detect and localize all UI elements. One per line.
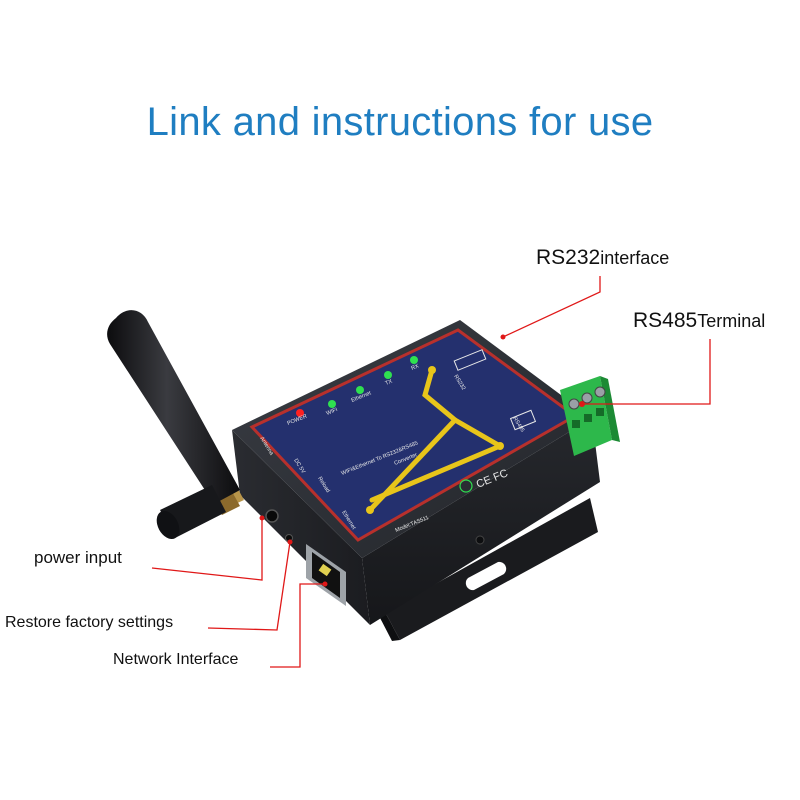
recycle-icon — [459, 479, 473, 493]
label-led-wifi: WIFI — [326, 407, 339, 417]
rs232-slot — [453, 349, 487, 371]
callout-power-input: power input — [34, 548, 122, 567]
led-ethernet — [356, 386, 364, 394]
callout-rs485-code: RS485 — [633, 309, 698, 332]
callout-rs485-terminal: RS485Terminal — [633, 309, 765, 333]
case-screw — [475, 535, 485, 545]
label-led-rx: RX — [411, 363, 421, 372]
led-wifi — [328, 400, 336, 408]
leader-lines — [151, 276, 711, 668]
callout-rs232-code: RS232 — [536, 246, 601, 269]
callout-rs232-word: interface — [600, 248, 670, 268]
callout-restore-factory-settings: Restore factory settings — [5, 614, 174, 631]
trace-dots — [366, 366, 504, 514]
power-jack — [265, 509, 279, 523]
signal-traces — [367, 367, 503, 513]
leader-dots — [259, 334, 585, 587]
page-title: Link and instructions for use — [146, 100, 654, 144]
led-power — [296, 409, 304, 417]
callout-rs485-word: Terminal — [697, 311, 766, 331]
device-side-right — [362, 418, 600, 625]
rs485-terminal-block — [560, 376, 620, 456]
antenna — [107, 310, 244, 540]
led-tx — [384, 371, 392, 379]
callout-rs232-interface: RS232interface — [536, 246, 669, 270]
rs485-box — [509, 409, 537, 431]
side-ports — [265, 509, 346, 606]
status-leds — [296, 356, 418, 417]
label-led-tx: TX — [385, 379, 394, 387]
mounting-flange — [378, 498, 598, 641]
callout-network-interface: Network Interface — [113, 651, 239, 668]
led-rx — [410, 356, 418, 364]
